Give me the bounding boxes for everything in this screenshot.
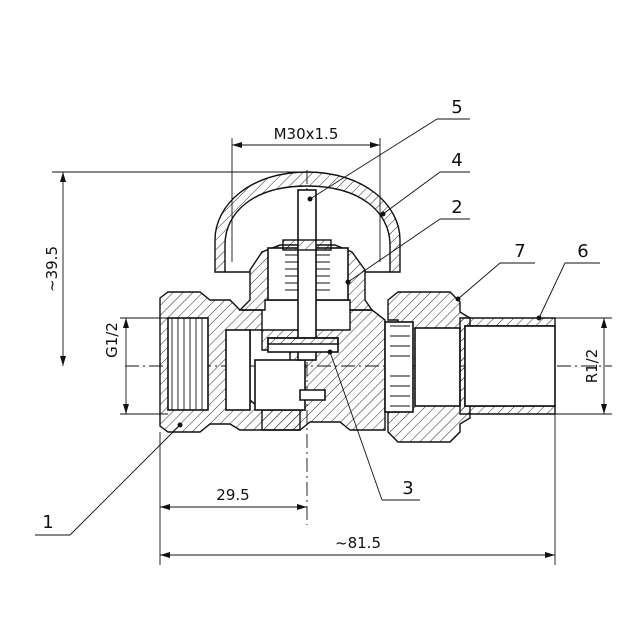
callout-3: 3: [327, 349, 420, 501]
callout-6-label: 6: [577, 241, 588, 262]
callout-2: 2: [345, 197, 470, 285]
thread-top-label: M30x1.5: [274, 125, 339, 143]
callout-5: 5: [307, 97, 470, 202]
callout-1: 1: [35, 422, 183, 536]
callout-7: 7: [455, 241, 535, 302]
tailpiece: [459, 317, 556, 415]
valve-body: [159, 291, 386, 433]
valve-insert: [238, 189, 374, 361]
callout-3-label: 3: [402, 478, 413, 499]
callout-7-label: 7: [514, 241, 525, 262]
inlet-label: G1/2: [103, 322, 121, 358]
overall-length-label: ~81.5: [335, 534, 381, 552]
axis-offset-label: 29.5: [216, 486, 249, 504]
callout-1-label: 1: [42, 512, 53, 533]
callout-4-label: 4: [451, 150, 462, 171]
dim-thread-top: M30x1.5: [231, 125, 381, 262]
coupling-nut: [384, 291, 471, 443]
outlet-label: R1/2: [583, 349, 601, 384]
dim-axis-offset: 29.5: [159, 432, 307, 565]
callout-4: 4: [380, 150, 470, 217]
callout-5-label: 5: [451, 97, 462, 118]
dim-overall-length: ~81.5: [160, 414, 556, 565]
dim-outlet: R1/2: [555, 317, 612, 415]
callout-6: 6: [536, 241, 600, 321]
dim-height: ~39.5: [43, 171, 300, 366]
callout-2-label: 2: [451, 197, 462, 218]
dim-inlet: G1/2: [103, 317, 168, 415]
protective-cap: [214, 171, 401, 273]
height-label: ~39.5: [43, 246, 61, 292]
